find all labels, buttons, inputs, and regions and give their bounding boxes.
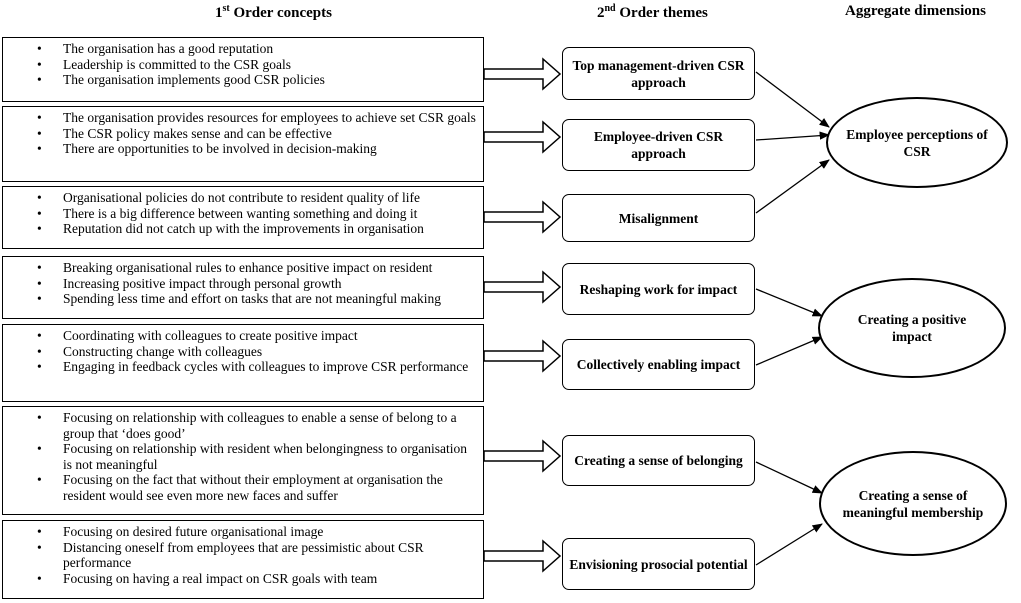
concept-item: There are opportunities to be involved i… bbox=[3, 141, 483, 157]
header-second-order: 2nd Order themes bbox=[597, 3, 708, 21]
concept-item: Coordinating with colleagues to create p… bbox=[3, 328, 483, 344]
block-arrow-4 bbox=[483, 270, 562, 304]
concept-item: Increasing positive impact through perso… bbox=[3, 276, 483, 292]
dimension-meaningful-membership: Creating a sense of meaningful membershi… bbox=[819, 451, 1007, 556]
link-arrow-1 bbox=[755, 71, 830, 128]
concept-box-5: Coordinating with colleagues to create p… bbox=[2, 324, 484, 402]
concept-item: The organisation implements good CSR pol… bbox=[3, 72, 483, 88]
concept-item: Reputation did not catch up with the imp… bbox=[3, 221, 483, 237]
concept-item: Focusing on the fact that without their … bbox=[3, 472, 483, 503]
block-arrow-6 bbox=[483, 439, 562, 473]
concept-item: Distancing oneself from employees that a… bbox=[3, 540, 483, 571]
theme-employee-driven: Employee-driven CSR approach bbox=[562, 119, 755, 171]
concept-item: The organisation has a good reputation bbox=[3, 41, 483, 57]
concept-box-3: Organisational policies do not contribut… bbox=[2, 186, 484, 249]
concept-item: Engaging in feedback cycles with colleag… bbox=[3, 359, 483, 375]
concept-item: Leadership is committed to the CSR goals bbox=[3, 57, 483, 73]
header-aggregate: Aggregate dimensions bbox=[845, 3, 986, 19]
header-first-order: 1st Order concepts bbox=[215, 3, 332, 21]
concept-item: Focusing on desired future organisationa… bbox=[3, 524, 483, 540]
block-arrow-7 bbox=[483, 539, 562, 573]
concept-item: Constructing change with colleagues bbox=[3, 344, 483, 360]
link-arrow-6 bbox=[755, 461, 823, 494]
link-arrow-3 bbox=[755, 159, 830, 214]
link-arrow-5 bbox=[755, 336, 823, 366]
concept-item: Organisational policies do not contribut… bbox=[3, 190, 483, 206]
theme-misalignment: Misalignment bbox=[562, 194, 755, 242]
dimension-employee-perceptions: Employee perceptions of CSR bbox=[826, 97, 1008, 188]
concept-item: The CSR policy makes sense and can be ef… bbox=[3, 126, 483, 142]
concept-item: There is a big difference between wantin… bbox=[3, 206, 483, 222]
concept-box-6: Focusing on relationship with colleagues… bbox=[2, 406, 484, 515]
concept-item: Spending less time and effort on tasks t… bbox=[3, 291, 483, 307]
theme-prosocial-potential: Envisioning prosocial potential bbox=[562, 538, 755, 590]
theme-sense-of-belonging: Creating a sense of belonging bbox=[562, 435, 755, 486]
block-arrow-5 bbox=[483, 339, 562, 373]
concept-item: Breaking organisational rules to enhance… bbox=[3, 260, 483, 276]
theme-top-management: Top management-driven CSR approach bbox=[562, 47, 755, 100]
concept-item: Focusing on having a real impact on CSR … bbox=[3, 571, 483, 587]
concept-box-1: The organisation has a good reputation L… bbox=[2, 37, 484, 102]
theme-collectively-enabling: Collectively enabling impact bbox=[562, 339, 755, 390]
link-arrow-4 bbox=[755, 288, 823, 317]
link-arrow-2 bbox=[755, 131, 831, 141]
theme-reshaping-work: Reshaping work for impact bbox=[562, 263, 755, 315]
block-arrow-2 bbox=[483, 120, 562, 154]
concept-box-4: Breaking organisational rules to enhance… bbox=[2, 256, 484, 319]
dimension-positive-impact: Creating a positive impact bbox=[818, 278, 1006, 378]
concept-item: The organisation provides resources for … bbox=[3, 110, 483, 126]
block-arrow-1 bbox=[483, 57, 562, 91]
concept-box-2: The organisation provides resources for … bbox=[2, 106, 484, 182]
block-arrow-3 bbox=[483, 200, 562, 234]
concept-box-7: Focusing on desired future organisationa… bbox=[2, 520, 484, 599]
link-arrow-7 bbox=[755, 523, 823, 566]
concept-item: Focusing on relationship with colleagues… bbox=[3, 410, 483, 441]
concept-item: Focusing on relationship with resident w… bbox=[3, 441, 483, 472]
